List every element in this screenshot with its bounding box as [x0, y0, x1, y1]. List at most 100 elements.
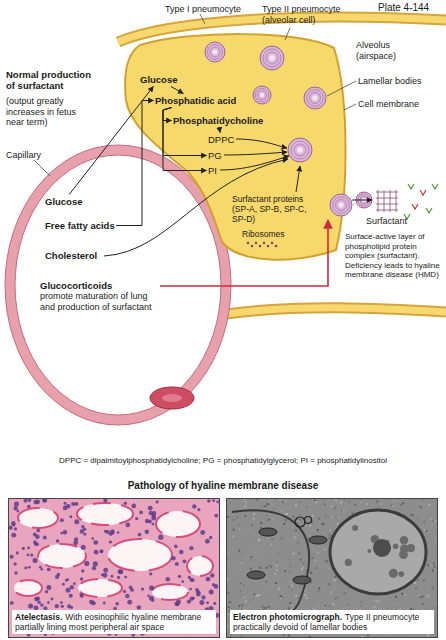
speckle [330, 506, 332, 508]
lamellar-body [260, 46, 284, 70]
speckle [337, 581, 339, 583]
speckle [289, 570, 291, 572]
speckle [354, 504, 356, 506]
speckle [422, 603, 424, 605]
speckle [330, 591, 332, 593]
speckle [420, 596, 422, 598]
lamellar-body [205, 42, 225, 62]
lamellar-ring [333, 197, 350, 214]
lamellar-body [330, 194, 352, 216]
cell-nucleus [45, 590, 48, 593]
cell-nucleus [80, 529, 85, 534]
speckle [285, 519, 287, 521]
speckle [254, 594, 256, 596]
node-body: promote maturation of lung and productio… [40, 291, 158, 313]
speckle [367, 634, 369, 636]
speckle [324, 548, 326, 550]
part-label: Surfactant [366, 216, 407, 227]
mitochondrion [293, 576, 311, 584]
electron-micrograph [226, 498, 438, 638]
photo-panel: Atelectasis.With eosinophilic hyaline me… [8, 498, 220, 638]
chromatin [389, 569, 398, 578]
speckle [300, 559, 302, 561]
lamellar-ring [263, 49, 281, 67]
ribosome [259, 245, 262, 248]
speckle [249, 599, 251, 601]
lamellar-ring [310, 93, 321, 104]
speckle [434, 570, 436, 572]
cell-nucleus [125, 594, 129, 598]
cell-nucleus [206, 601, 209, 604]
organelle-label: Ribosomes [242, 229, 285, 240]
speckle [433, 520, 435, 522]
cell-nucleus [79, 593, 82, 596]
metabolite-label: Glucose [140, 74, 178, 85]
capillary [5, 145, 231, 425]
speckle [430, 564, 432, 566]
speckle [357, 593, 359, 595]
speckle [309, 535, 311, 537]
cell-nucleus [74, 519, 79, 524]
speckle [434, 607, 436, 609]
speckle [340, 501, 342, 503]
speckle [317, 552, 319, 554]
speckle [237, 567, 239, 569]
ribosome [247, 242, 278, 248]
node-text: Glucocorticoids [40, 280, 158, 291]
speckle [334, 579, 336, 581]
cell-nucleus [8, 526, 12, 530]
surfactant-molecule [408, 184, 414, 189]
speckle [303, 556, 305, 558]
pathway-arrow [296, 166, 300, 192]
speckle [275, 607, 277, 609]
speckle [334, 516, 336, 518]
speckle [299, 519, 301, 521]
ribosome [247, 242, 250, 245]
surfactant-lattice [376, 198, 398, 199]
abbreviation-note: DPPC = dipalmitoylphosphatidylcholine; P… [0, 456, 446, 467]
speckle [427, 634, 429, 636]
speckle [424, 529, 426, 531]
photo-caption: Electron photomicrograph.Type II pneumoc… [230, 610, 434, 634]
cell-nucleus [214, 514, 218, 518]
speckle [297, 597, 299, 599]
speckle [301, 570, 303, 572]
cell-nucleus [47, 567, 51, 571]
speckle [232, 536, 234, 538]
lamellar-body [288, 138, 312, 162]
phospholipid-label: PG [208, 150, 222, 161]
lamellar-ring [294, 144, 306, 156]
speckle [280, 595, 282, 597]
speckle [348, 501, 350, 503]
cell-nucleus [115, 602, 119, 606]
lamellar-core [269, 55, 275, 61]
speckle [307, 537, 309, 539]
speckle [386, 607, 388, 609]
speckle [317, 606, 319, 608]
cell-nucleus [138, 533, 142, 537]
speckle [266, 519, 268, 521]
speckle [422, 595, 424, 597]
surfactant-molecule [432, 184, 438, 189]
lamellar-ring [208, 45, 223, 60]
speckle [280, 561, 282, 563]
cell-nucleus [89, 600, 94, 605]
nucleus [330, 510, 426, 594]
speckle [241, 595, 243, 597]
speckle [304, 590, 306, 592]
speckle [310, 572, 312, 574]
leader-line [344, 104, 356, 110]
speckle [401, 593, 403, 595]
cell-nucleus [200, 530, 205, 535]
speckle [363, 506, 365, 508]
speckle [329, 530, 331, 532]
speckle [317, 529, 319, 531]
speckle [415, 588, 417, 590]
speckle [240, 562, 242, 564]
cell-nucleus [188, 576, 191, 579]
speckle [254, 534, 256, 536]
photo-caption: Atelectasis.With eosinophilic hyaline me… [12, 610, 216, 634]
speckle [261, 506, 263, 508]
speckle [297, 542, 299, 544]
speckle [425, 585, 427, 587]
